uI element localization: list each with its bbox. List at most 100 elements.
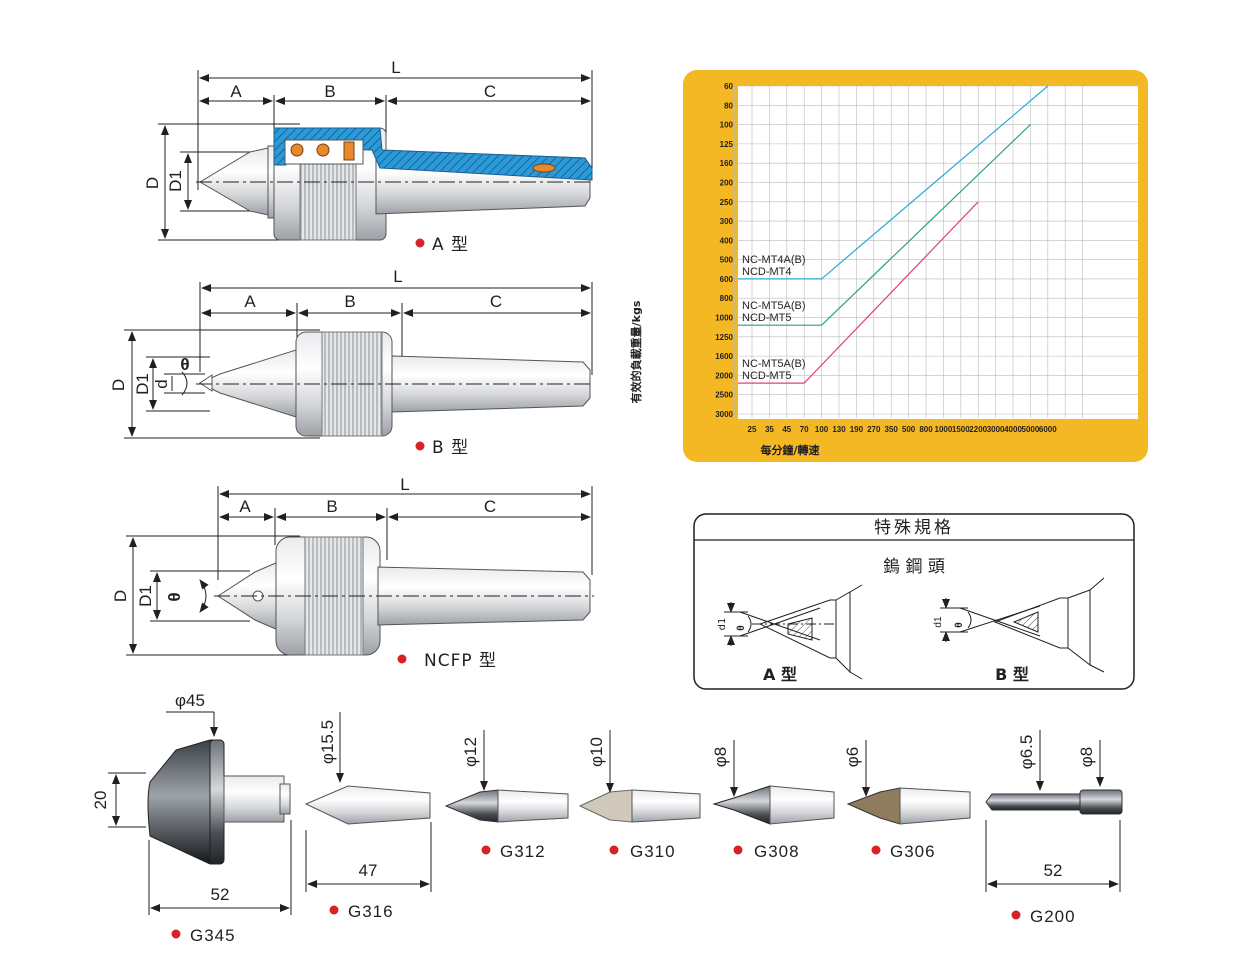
series-label: NCD-MT4 xyxy=(742,266,792,278)
bullet xyxy=(415,441,425,451)
x-tick-label: 1500 xyxy=(952,425,970,434)
g306-code: G306 xyxy=(890,842,936,861)
x-tick-label: 5000 xyxy=(1022,425,1040,434)
series-label: NC-MT5A(B) xyxy=(742,300,806,312)
bullet xyxy=(481,845,491,855)
y-tick-label: 125 xyxy=(720,140,734,149)
taper-shank xyxy=(391,355,591,413)
caption-type-ncfp: NCFP 型 xyxy=(424,651,497,671)
special-b-caption: B 型 xyxy=(995,665,1029,684)
bullet xyxy=(415,238,425,248)
tip-recess xyxy=(199,374,213,392)
x-tick-label: 130 xyxy=(832,425,846,434)
theta-label: θ xyxy=(180,355,189,374)
dim-c: C xyxy=(484,82,496,101)
drawing-type-b: L A B C D D1 d θ B 型 xyxy=(109,267,594,458)
dim-a: A xyxy=(230,82,242,101)
carbide-tip-b xyxy=(940,577,1105,673)
chart-series: NC-MT4A(B)NCD-MT4NC-MT5A(B)NCD-MT5NC-MT5… xyxy=(738,85,1049,384)
series-label: NC-MT5A(B) xyxy=(742,358,806,370)
x-tick-label: 270 xyxy=(867,425,881,434)
bearing-roller xyxy=(343,141,355,161)
g308-code: G308 xyxy=(754,842,800,861)
bullet xyxy=(397,654,407,664)
series-line xyxy=(738,124,1031,326)
x-tick-label: 25 xyxy=(748,425,757,434)
series-line xyxy=(738,201,979,384)
g345-length: 52 xyxy=(211,885,230,904)
g308-dia: φ8 xyxy=(711,747,730,767)
y-tick-label: 300 xyxy=(720,217,734,226)
series-label: NCD-MT5 xyxy=(742,312,792,324)
dim-d: D xyxy=(143,177,162,189)
special-subtitle: 鎢 鋼 頭 xyxy=(883,557,945,577)
x-tick-label: 2200 xyxy=(969,425,987,434)
thread xyxy=(299,159,357,241)
x-tick-label: 500 xyxy=(902,425,916,434)
y-tick-label: 2500 xyxy=(715,391,733,400)
g345-height: 20 xyxy=(91,791,110,810)
chart-x-label: 每分鐘/轉速 xyxy=(760,443,819,457)
parts-row: φ45 20 52 G345 φ15.5 47 G316 φ12 xyxy=(91,691,1123,945)
x-tick-label: 800 xyxy=(919,425,933,434)
chart-y-ticks: 6080100125160200250300400500600800100012… xyxy=(715,82,733,419)
bearing-rear xyxy=(532,163,556,173)
chart-plot-bg xyxy=(738,86,1138,419)
bearing-ball xyxy=(316,143,330,157)
dim-l: L xyxy=(393,267,402,286)
caption-type-b: B 型 xyxy=(432,438,469,458)
g200-dia2: φ8 xyxy=(1077,747,1096,767)
bullet xyxy=(329,905,339,915)
caption-type-a: A 型 xyxy=(432,235,469,255)
series-line xyxy=(738,85,1049,280)
y-tick-label: 3000 xyxy=(715,410,733,419)
chart-grid xyxy=(734,85,1138,418)
theta-label: θ xyxy=(165,592,184,601)
load-speed-chart: 6080100125160200250300400500600800100012… xyxy=(629,70,1148,462)
x-tick-label: 35 xyxy=(765,425,774,434)
dim-a: A xyxy=(244,292,256,311)
y-tick-label: 1600 xyxy=(715,352,733,361)
carbide-tip-a xyxy=(724,584,863,680)
g310-dia: φ10 xyxy=(587,737,606,767)
dim-b: B xyxy=(324,82,335,101)
g345-dia: φ45 xyxy=(175,691,205,710)
drawing-type-ncfp: L A B C D D1 θ NCFP 型 xyxy=(111,475,594,671)
part-g308: φ8 G308 xyxy=(711,740,835,861)
x-tick-label: 6000 xyxy=(1039,425,1057,434)
y-tick-label: 1000 xyxy=(715,314,733,323)
g200-length: 52 xyxy=(1044,861,1063,880)
y-tick-label: 2000 xyxy=(715,371,733,380)
x-tick-label: 70 xyxy=(800,425,809,434)
y-tick-label: 200 xyxy=(720,178,734,187)
series-label: NC-MT4A(B) xyxy=(742,254,806,266)
y-tick-label: 500 xyxy=(720,256,734,265)
x-tick-label: 4000 xyxy=(1004,425,1022,434)
dim-d1: D1 xyxy=(133,373,152,395)
dim-l: L xyxy=(391,58,400,77)
dim-c: C xyxy=(490,292,502,311)
y-tick-label: 600 xyxy=(720,275,734,284)
g316-code: G316 xyxy=(348,902,394,921)
g200-code: G200 xyxy=(1030,907,1076,926)
x-tick-label: 350 xyxy=(885,425,899,434)
dim-c: C xyxy=(484,497,496,516)
special-a-d1: d1 xyxy=(717,618,728,631)
bullet xyxy=(171,929,181,939)
bullet xyxy=(609,845,619,855)
x-tick-label: 1000 xyxy=(935,425,953,434)
y-tick-label: 1250 xyxy=(715,333,733,342)
bearing-ball xyxy=(290,143,304,157)
g312-code: G312 xyxy=(500,842,546,861)
part-g310: φ10 G310 xyxy=(578,730,701,861)
y-tick-label: 250 xyxy=(720,198,734,207)
y-tick-label: 100 xyxy=(720,121,734,130)
bullet xyxy=(733,845,743,855)
special-title: 特殊規格 xyxy=(874,518,954,538)
y-tick-label: 160 xyxy=(720,159,734,168)
part-g316: φ15.5 47 G316 xyxy=(304,712,432,921)
part-g345: φ45 20 52 G345 xyxy=(91,691,292,945)
dim-d: D xyxy=(111,590,130,602)
drawing-type-a: L A B C D D1 A 型 xyxy=(143,58,594,255)
